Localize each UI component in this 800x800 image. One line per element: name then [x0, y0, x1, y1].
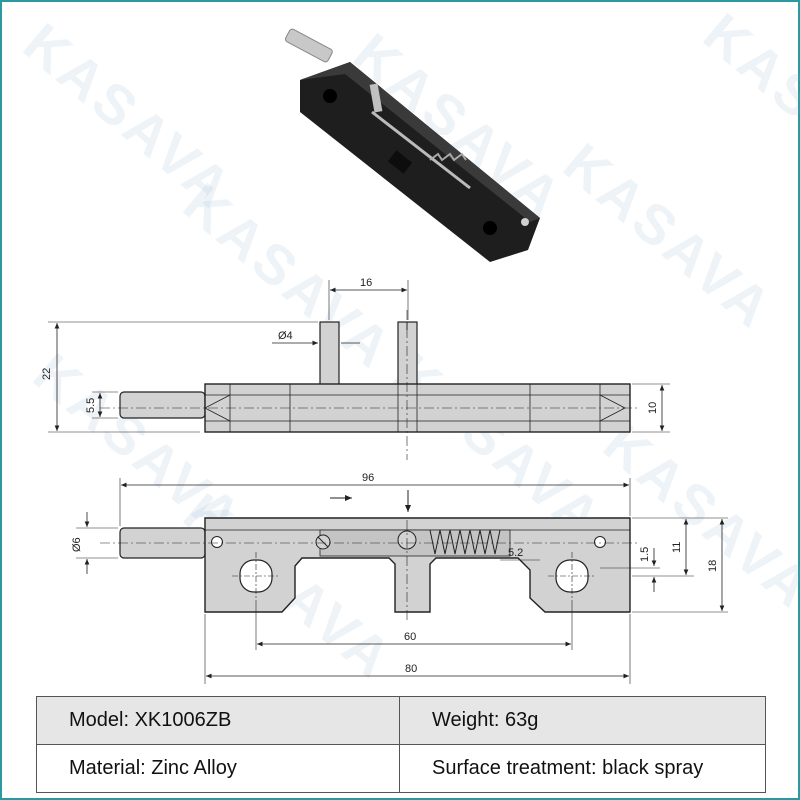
svg-text:18: 18	[707, 560, 719, 572]
svg-text:10: 10	[647, 402, 659, 414]
svg-text:Ø6: Ø6	[71, 537, 83, 552]
spec-material: Material: Zinc Alloy	[36, 744, 400, 793]
spec-row: Model: XK1006ZB Weight: 63g	[36, 696, 766, 745]
svg-text:Ø4: Ø4	[278, 330, 293, 342]
svg-text:5.2: 5.2	[508, 547, 523, 559]
svg-text:11: 11	[671, 542, 683, 553]
svg-text:KASAVA: KASAVA	[552, 131, 786, 341]
svg-text:60: 60	[404, 631, 416, 643]
spec-surface: Surface treatment: black spray	[399, 744, 766, 793]
svg-text:96: 96	[362, 472, 374, 484]
top-view: 16 Ø4 22 5.5 10	[41, 277, 670, 460]
svg-text:80: 80	[405, 663, 417, 675]
technical-drawing: KASAVA KASAVA KASAVA KASAVA KASAVA KASAV…	[12, 1, 800, 690]
svg-text:KASAVA: KASAVA	[692, 1, 800, 211]
svg-text:5.5: 5.5	[85, 398, 97, 413]
front-view: 96 Ø6 18 11 1.5 5.2 60 80	[71, 472, 728, 684]
spec-row: Material: Zinc Alloy Surface treatment: …	[36, 744, 766, 793]
svg-text:1.5: 1.5	[639, 547, 651, 562]
product-photo	[284, 28, 540, 262]
spec-table: Model: XK1006ZB Weight: 63g Material: Zi…	[36, 696, 766, 793]
svg-text:16: 16	[360, 277, 372, 289]
spec-weight: Weight: 63g	[399, 696, 766, 745]
spec-model: Model: XK1006ZB	[36, 696, 400, 745]
svg-text:22: 22	[41, 368, 53, 380]
